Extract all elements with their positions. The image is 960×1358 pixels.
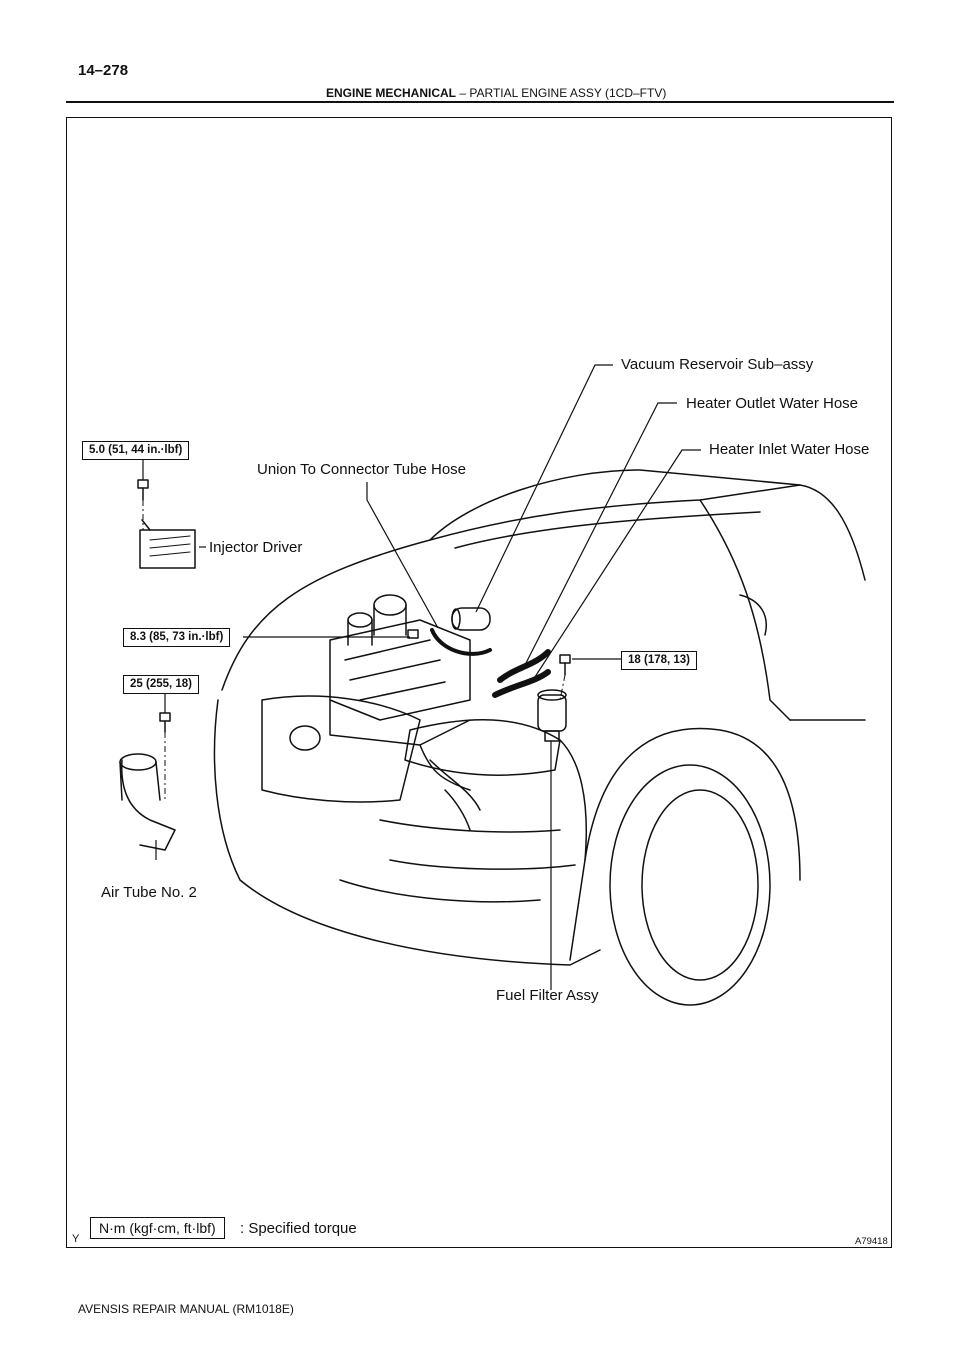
reservoir-tank-body xyxy=(373,604,407,636)
leader-heater-outlet xyxy=(524,402,677,666)
car-bumper-vent xyxy=(339,879,541,903)
leader-heater-inlet xyxy=(532,449,701,681)
header-separator: – xyxy=(459,86,467,100)
fuel-filter-bolt-drawing xyxy=(559,654,571,676)
torque-fuel-filter-bolt: 18 (178, 13) xyxy=(621,651,698,670)
figure-id: A79418 xyxy=(855,1236,888,1247)
car-bumper-lip xyxy=(389,859,576,870)
car-headlamp xyxy=(404,719,561,776)
subsection-title: PARTIAL ENGINE ASSY (1CD–FTV) xyxy=(469,86,667,100)
manual-footer: AVENSIS REPAIR MANUAL (RM1018E) xyxy=(78,1302,294,1316)
heater-outlet-hose-drawing xyxy=(497,649,551,683)
car-cowl-line xyxy=(454,511,761,549)
torque-unit-legend-box: N·m (kgf·cm, ft·lbf) xyxy=(90,1217,225,1239)
car-grille-outline xyxy=(261,695,421,803)
callout-heater-outlet-water-hose: Heater Outlet Water Hose xyxy=(686,395,859,412)
radiator-support xyxy=(419,744,471,791)
leader-vacuum-reservoir xyxy=(475,364,613,613)
coolant-tank-body xyxy=(347,619,373,646)
car-front-bumper xyxy=(213,699,601,966)
section-header: ENGINE MECHANICAL – PARTIAL ENGINE ASSY … xyxy=(326,86,666,100)
union-tube-hose xyxy=(430,628,492,656)
engine-cover-rib xyxy=(344,639,446,701)
air-tube-bolt-drawing xyxy=(159,712,171,733)
figure-frame xyxy=(66,117,892,1248)
page-number: 14–278 xyxy=(78,62,129,79)
torque-legend-text: : Specified torque xyxy=(240,1220,357,1237)
car-fender-front xyxy=(559,739,588,961)
torque-injector-driver-bolt: 5.0 (51, 44 in.·lbf) xyxy=(82,441,190,460)
callout-air-tube-no-2: Air Tube No. 2 xyxy=(101,884,197,901)
car-emblem xyxy=(289,725,321,751)
air-tube-drawing xyxy=(121,759,176,851)
coolant-tank xyxy=(347,612,373,628)
car-side-mirror xyxy=(739,594,767,636)
torque-air-tube-bolt: 25 (255, 18) xyxy=(123,675,200,694)
figure-corner-mark: Y xyxy=(72,1233,80,1245)
car-front-wheel xyxy=(609,764,771,1006)
callout-fuel-filter-assy: Fuel Filter Assy xyxy=(496,987,599,1004)
injector-driver-drawing xyxy=(139,529,196,569)
vacuum-reservoir xyxy=(451,607,491,631)
callout-heater-inlet-water-hose: Heater Inlet Water Hose xyxy=(709,441,870,458)
section-title: ENGINE MECHANICAL xyxy=(326,86,457,100)
car-fender-right xyxy=(699,499,791,721)
heater-inlet-hose-drawing xyxy=(492,669,551,698)
intake-manifold xyxy=(329,699,471,746)
car-windshield xyxy=(429,469,801,541)
header-rule xyxy=(66,101,894,103)
callout-vacuum-reservoir: Vacuum Reservoir Sub–assy xyxy=(621,356,814,373)
car-hood-outline xyxy=(221,484,866,691)
reservoir-tank xyxy=(373,594,407,616)
engine-bay-hose xyxy=(429,759,481,831)
car-front-wheel-inner xyxy=(641,789,759,981)
callout-injector-driver: Injector Driver xyxy=(209,539,303,556)
union-bolt-drawing xyxy=(407,629,419,639)
torque-union-bolt: 8.3 (85, 73 in.·lbf) xyxy=(123,628,231,647)
car-bumper-lower xyxy=(379,819,561,833)
car-wheel-arch xyxy=(584,727,801,881)
leader-union-tube xyxy=(366,482,439,629)
injector-bolt-drawing xyxy=(137,479,149,501)
engine-cover xyxy=(329,619,471,721)
callout-union-to-connector-tube-hose: Union To Connector Tube Hose xyxy=(257,461,467,478)
